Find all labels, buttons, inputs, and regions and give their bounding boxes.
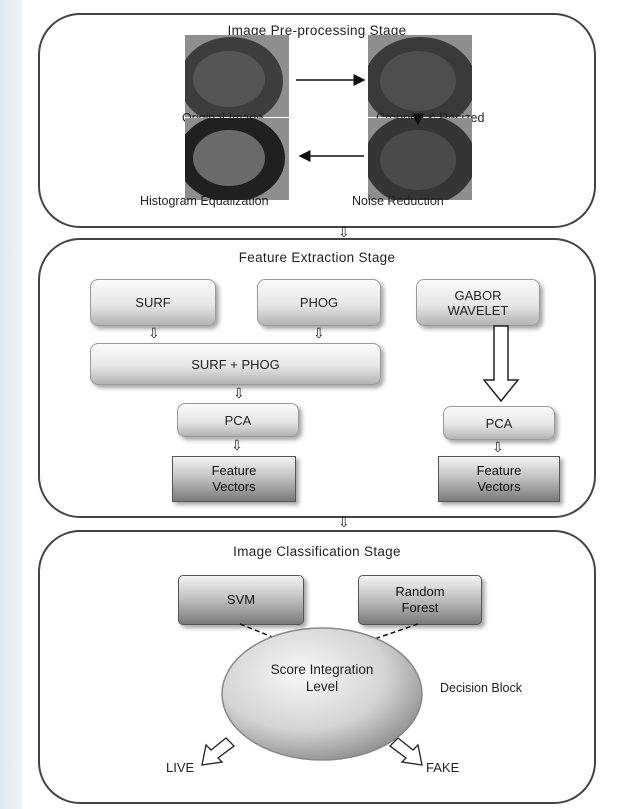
- fake-label: FAKE: [426, 760, 460, 775]
- noise-image-caption: Noise Reduction: [352, 194, 444, 208]
- score-integration-label: Score Integration Level: [270, 662, 374, 694]
- feature-vectors-right-label: Feature Vectors: [476, 463, 522, 494]
- histogram-image-thumbnail: [185, 118, 289, 200]
- score-to-fake-arrow: [389, 737, 423, 766]
- surf-phog-box: SURF + PHOG: [90, 343, 381, 385]
- surf-box: SURF: [90, 279, 216, 326]
- pca-right-down-arrow: ⇩: [492, 439, 504, 455]
- left-margin-strip: [0, 0, 22, 809]
- feature-vectors-right-box: Feature Vectors: [438, 456, 560, 502]
- phog-box: PHOG: [257, 279, 381, 326]
- classification-stage-title: Image Classification Stage: [233, 544, 401, 559]
- gabor-wavelet-label: GABOR WAVELET: [447, 287, 509, 318]
- feature-extraction-stage-title: Feature Extraction Stage: [238, 250, 396, 265]
- histogram-image-caption: Histogram Equalization: [140, 194, 269, 208]
- preprocessing-stage-title: Image Pre-processing Stage: [227, 23, 407, 38]
- surf-down-arrow: ⇩: [148, 325, 160, 341]
- random-forest-label: Random Forest: [395, 584, 445, 615]
- stage-connector-arrow: ⇩: [338, 514, 350, 530]
- feature-vectors-left-label: Feature Vectors: [211, 463, 257, 494]
- gabor-wavelet-box: GABOR WAVELET: [416, 279, 540, 326]
- rf-to-score-arrow: [346, 623, 419, 651]
- stage-connector-arrow: ⇩: [338, 224, 350, 240]
- svm-to-score-arrow: [239, 623, 302, 650]
- noise-image-thumbnail: [368, 118, 472, 200]
- score-to-live-arrow: [201, 737, 235, 766]
- score-integration-circle: [221, 627, 423, 761]
- random-forest-box: Random Forest: [358, 575, 482, 625]
- surf-phog-down-arrow: ⇩: [233, 385, 245, 401]
- pca-left-box: PCA: [177, 403, 299, 437]
- gabor-to-pca-arrow: [482, 325, 520, 403]
- preprocessing-stage: Image Pre-processing Stage: [38, 13, 596, 228]
- decision-block-label: Decision Block: [440, 681, 522, 695]
- original-image-thumbnail: [185, 35, 289, 117]
- pca-left-down-arrow: ⇩: [231, 437, 243, 453]
- cropped-image-thumbnail: [368, 35, 472, 117]
- phog-down-arrow: ⇩: [313, 325, 325, 341]
- live-label: LIVE: [166, 760, 195, 775]
- feature-vectors-left-box: Feature Vectors: [172, 456, 296, 502]
- pca-right-box: PCA: [443, 406, 555, 440]
